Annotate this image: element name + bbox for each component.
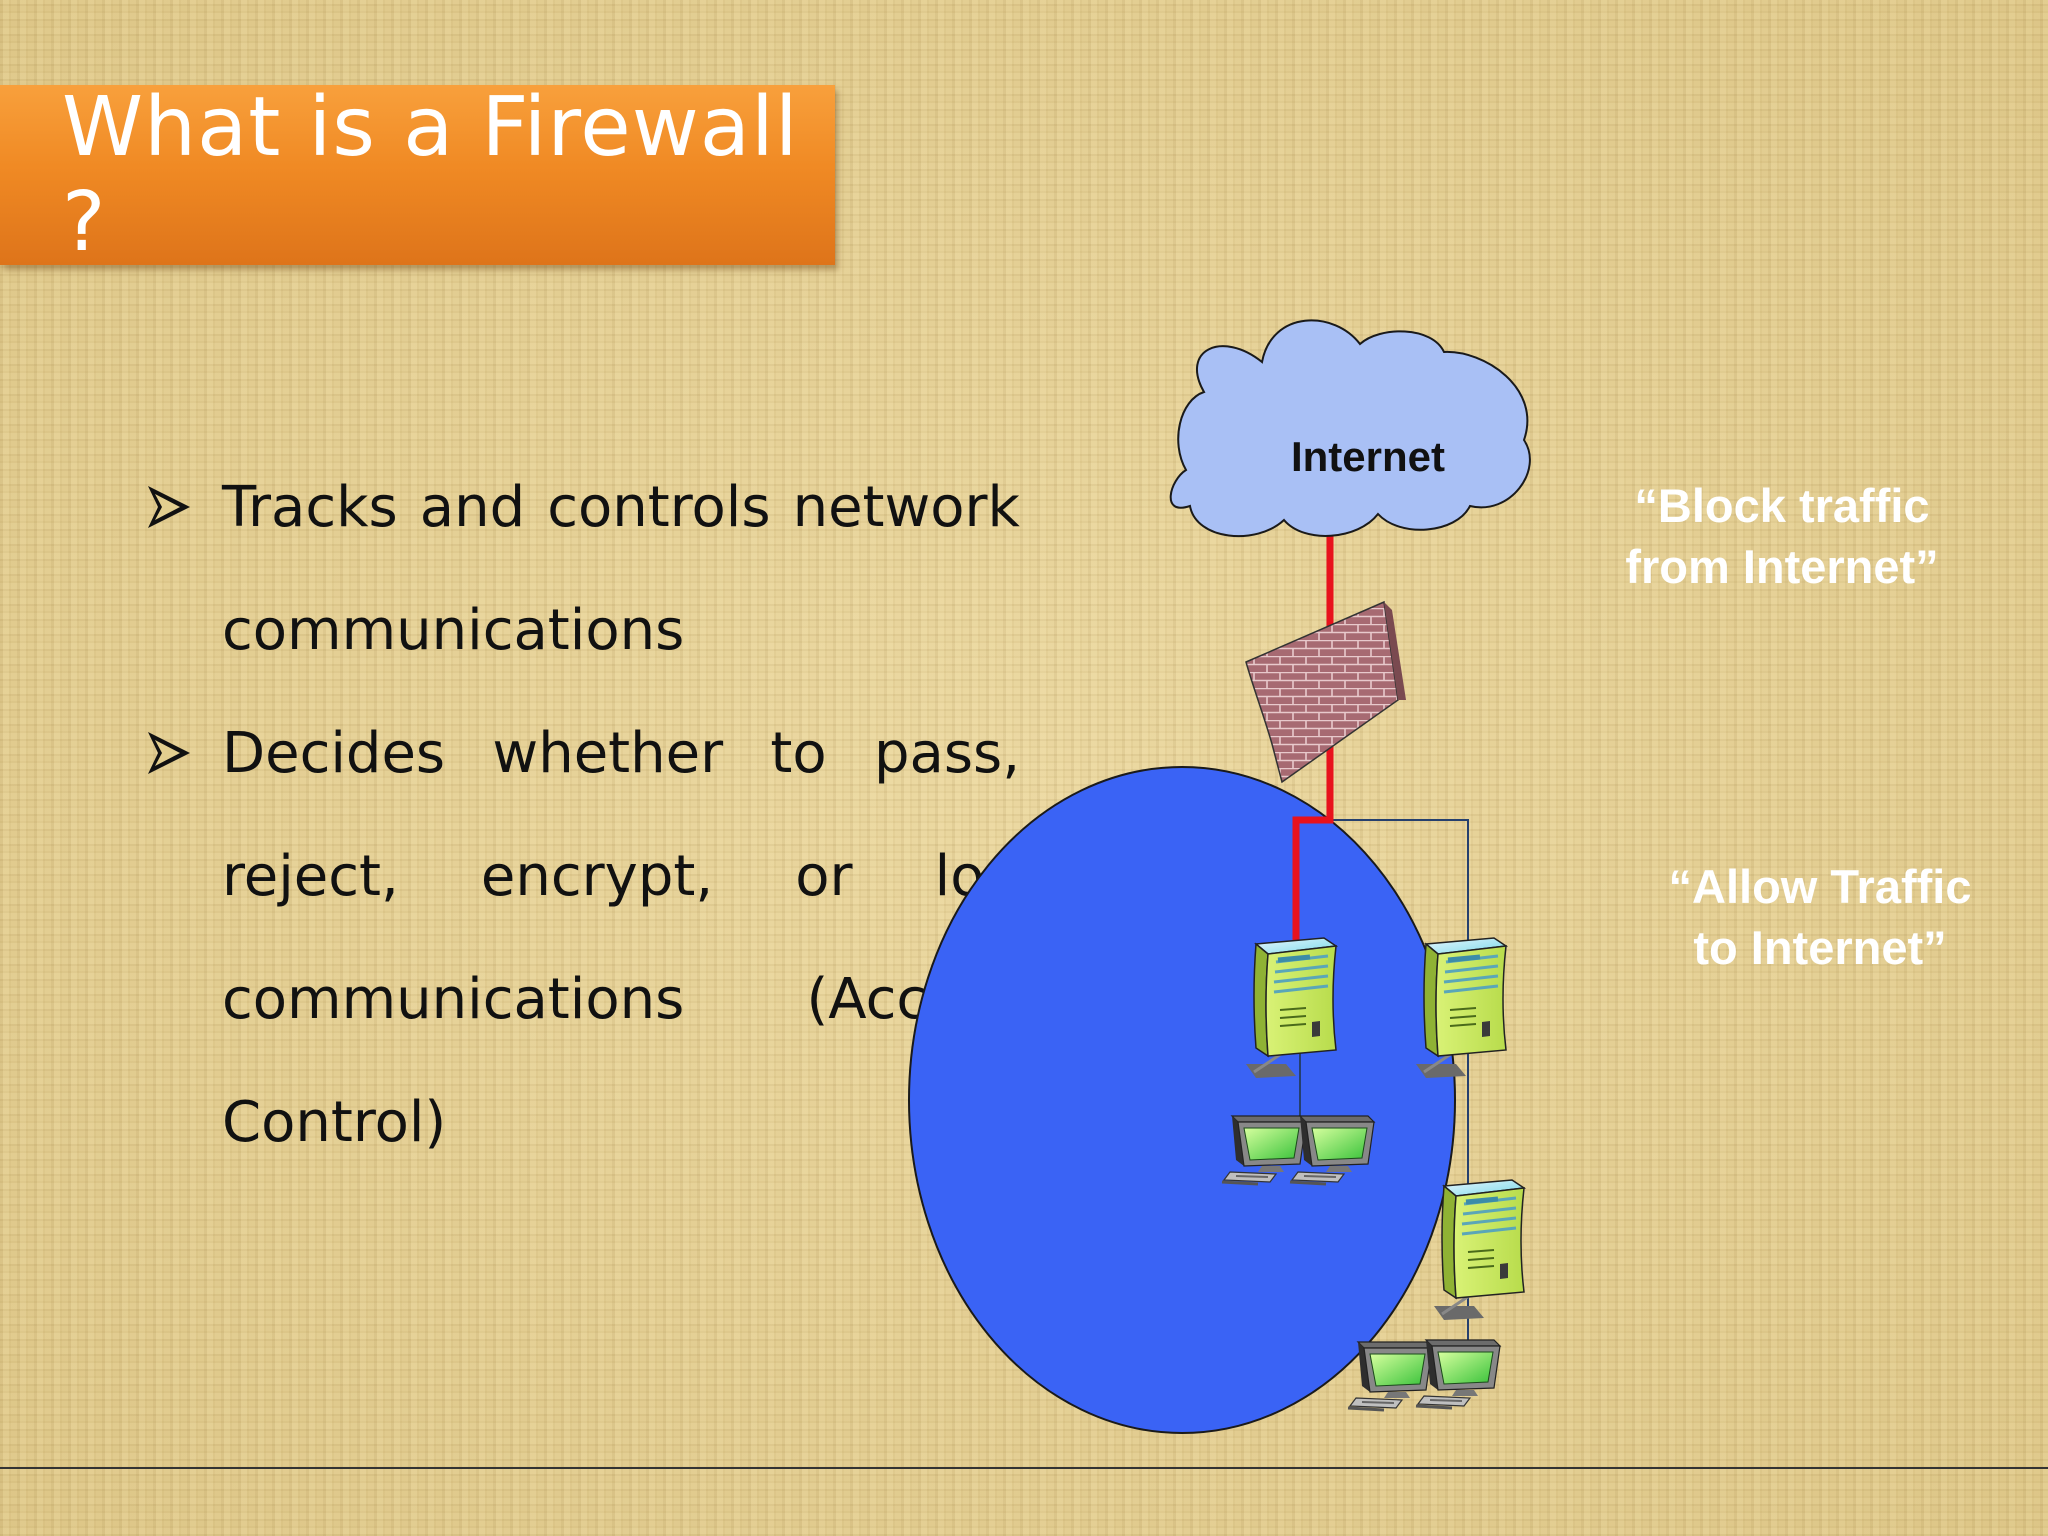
bullet-list: Tracks and controls network communicatio… [140,446,1020,1184]
arrow-bullet-icon [148,486,190,528]
server-icon [1434,1180,1524,1320]
allow-note-line: “Allow Traffic [1668,860,1972,913]
block-note-line: from Internet” [1625,540,1939,593]
workstation-icon [1346,1340,1434,1412]
internal-network-area [908,766,1456,1434]
bullet-text: Tracks and controls network communicatio… [222,475,1020,663]
slide-title: What is a Firewall ? [62,80,799,270]
block-note-line: “Block traffic [1634,479,1930,532]
cloud-icon [1169,319,1531,538]
allow-traffic-note: “Allow Traffic to Internet” [1640,856,2000,978]
bullet-item: Tracks and controls network communicatio… [140,446,1020,692]
block-traffic-note: “Block traffic from Internet” [1592,475,1972,597]
cloud-label: Internet [1291,433,1445,480]
bullet-item: Decides whether to pass, reject, encrypt… [140,692,1020,1184]
firewall-icon [1245,600,1406,784]
allow-note-line: to Internet” [1693,921,1947,974]
arrow-bullet-icon [148,732,190,774]
bullet-text: Decides whether to pass, reject, encrypt… [222,721,1020,1155]
footer-divider [0,1467,2048,1469]
title-bar: What is a Firewall ? [0,80,835,270]
